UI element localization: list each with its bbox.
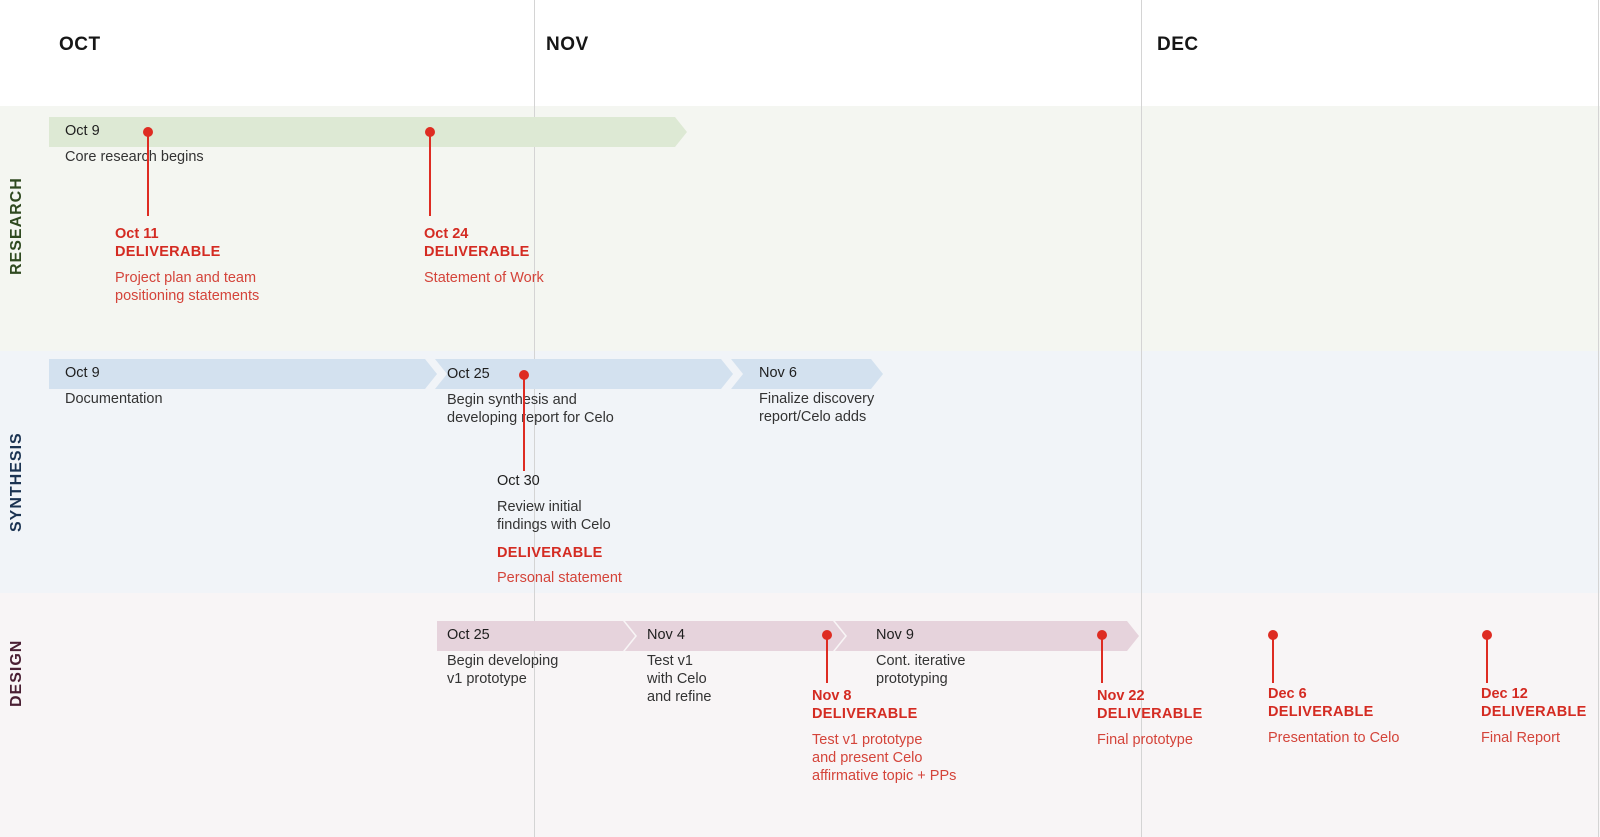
- synthesis-bar-2: [425, 359, 743, 389]
- lane-label-research: RESEARCH: [8, 177, 25, 275]
- synthesis-bar-gap-1: [425, 359, 447, 389]
- right-border: [1598, 0, 1599, 837]
- milestone-date-oct30: Oct 30: [497, 473, 540, 489]
- lane-label-design: DESIGN: [8, 639, 25, 707]
- month-divider-nov: [534, 0, 535, 837]
- design-bar-2: [625, 621, 845, 651]
- deliverable-pin-dec6: [1268, 630, 1278, 640]
- research-bar: [49, 117, 687, 147]
- design-bar1-date: Oct 25: [447, 627, 490, 643]
- deliverable-desc-oct11: Project plan and team positioning statem…: [115, 270, 260, 304]
- design-bar-3: [835, 621, 1139, 651]
- synthesis-bar1-desc: Documentation: [65, 391, 163, 407]
- synthesis-bar1-date: Oct 9: [65, 365, 100, 381]
- month-divider-dec: [1141, 0, 1142, 837]
- synthesis-bar-gap-2: [721, 359, 743, 389]
- deliverable-label-nov8: DELIVERABLE: [812, 706, 918, 722]
- month-header-oct: OCT: [59, 34, 101, 55]
- deliverable-label-dec12: DELIVERABLE: [1481, 704, 1587, 720]
- synthesis-bars: [49, 359, 883, 389]
- milestone-pin-oct30: [519, 370, 529, 380]
- milestone-deliverable-desc: Personal statement: [497, 570, 622, 586]
- design-bar2-desc: Test v1 with Celo and refine: [647, 653, 712, 705]
- deliverable-date-nov8: Nov 8: [812, 688, 852, 704]
- deliverable-pin-nov22: [1097, 630, 1107, 640]
- synthesis-bar2-desc: Begin synthesis and developing report fo…: [447, 392, 614, 426]
- deliverable-date-dec12: Dec 12: [1481, 686, 1528, 702]
- design-bar-1: [437, 621, 635, 651]
- deliverable-stem-nov8: [826, 639, 828, 683]
- deliverable-stem-dec12: [1486, 639, 1488, 683]
- lane-label-synthesis: SYNTHESIS: [8, 432, 25, 532]
- deliverable-label-dec6: DELIVERABLE: [1268, 704, 1374, 720]
- deliverable-date-dec6: Dec 6: [1268, 686, 1307, 702]
- research-bar-date: Oct 9: [65, 123, 100, 139]
- design-bar3-desc: Cont. iterative prototyping: [876, 653, 966, 687]
- deliverable-desc-dec12: Final Report: [1481, 730, 1560, 746]
- design-bar3-date: Nov 9: [876, 627, 914, 643]
- deliverable-stem-nov22: [1101, 639, 1103, 683]
- deliverable-desc-dec6: Presentation to Celo: [1268, 730, 1400, 746]
- deliverable-pin-nov8: [822, 630, 832, 640]
- synthesis-bar-1: [49, 359, 447, 389]
- synthesis-bar2-date: Oct 25: [447, 366, 490, 382]
- deliverable-date-oct11: Oct 11: [115, 226, 159, 242]
- deliverable-date-nov22: Nov 22: [1097, 688, 1145, 704]
- deliverable-desc-nov22: Final prototype: [1097, 732, 1193, 748]
- deliverable-label-oct24: DELIVERABLE: [424, 244, 530, 260]
- synthesis-bar3-date: Nov 6: [759, 365, 797, 381]
- deliverable-stem-oct24: [429, 136, 431, 216]
- deliverable-stem-dec6: [1272, 639, 1274, 683]
- milestone-deliverable-label: DELIVERABLE: [497, 545, 603, 561]
- deliverable-date-oct24: Oct 24: [424, 226, 469, 242]
- research-bar-desc: Core research begins: [65, 149, 204, 165]
- deliverable-stem-oct11: [147, 136, 149, 216]
- synthesis-bar-3: [731, 359, 883, 389]
- month-header-nov: NOV: [546, 34, 589, 55]
- deliverable-label-nov22: DELIVERABLE: [1097, 706, 1203, 722]
- synthesis-bar3-desc: Finalize discovery report/Celo adds: [759, 391, 875, 425]
- deliverable-pin-dec12: [1482, 630, 1492, 640]
- deliverable-pin-oct24: [425, 127, 435, 137]
- design-bars: [437, 621, 1139, 651]
- design-bar1-desc: Begin developing v1 prototype: [447, 653, 559, 687]
- research-bar-shape: [49, 117, 687, 147]
- milestone-stem-oct30: [523, 379, 525, 471]
- deliverable-desc-oct24: Statement of Work: [424, 270, 544, 286]
- milestone-desc-oct30: Review initial findings with Celo: [497, 499, 611, 533]
- synthesis-lane: [0, 351, 1600, 593]
- deliverable-label-oct11: DELIVERABLE: [115, 244, 221, 260]
- design-bar2-date: Nov 4: [647, 627, 685, 643]
- month-header-dec: DEC: [1157, 34, 1199, 55]
- deliverable-pin-oct11: [143, 127, 153, 137]
- deliverable-desc-nov8: Test v1 prototype and present Celo affir…: [812, 732, 957, 784]
